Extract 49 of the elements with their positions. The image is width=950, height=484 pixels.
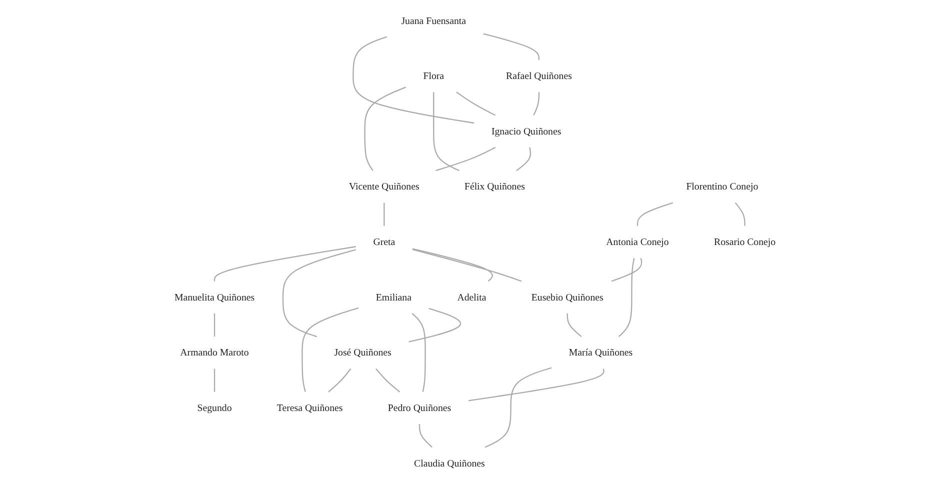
person-name: Félix Quiñones bbox=[464, 181, 525, 192]
family-line bbox=[734, 202, 746, 226]
family-line bbox=[302, 307, 359, 392]
person-name: Juana Fuensanta bbox=[401, 15, 466, 26]
person-name: Flora bbox=[423, 70, 444, 82]
family-line bbox=[566, 313, 582, 338]
person-name: Claudia Quiñones bbox=[414, 458, 485, 469]
family-line bbox=[412, 312, 426, 392]
person-name: Adelita bbox=[457, 292, 486, 303]
family-line bbox=[516, 147, 532, 172]
person-name: Manuelita Quiñones bbox=[174, 292, 255, 303]
family-line bbox=[618, 258, 635, 337]
family-line bbox=[408, 308, 462, 342]
family-line bbox=[214, 368, 216, 392]
family-line bbox=[282, 249, 356, 338]
person-name: Rosario Conejo bbox=[714, 236, 776, 248]
family-line bbox=[436, 146, 496, 172]
person-name: José Quiñones bbox=[334, 347, 392, 358]
person-name: Greta bbox=[373, 236, 396, 248]
person-name: Emiliana bbox=[376, 292, 412, 303]
family-line bbox=[412, 248, 493, 282]
family-line bbox=[352, 36, 474, 124]
person-name: Teresa Quiñones bbox=[276, 402, 343, 414]
person-name: Vicente Quiñones bbox=[349, 181, 420, 192]
family-line bbox=[364, 86, 406, 171]
person-name: Rafael Quiñones bbox=[506, 70, 572, 82]
family-line bbox=[611, 258, 642, 282]
family-line bbox=[484, 367, 552, 448]
family-line bbox=[418, 424, 432, 448]
person-name: Antonia Conejo bbox=[606, 236, 669, 248]
family-line bbox=[433, 92, 460, 172]
family-line bbox=[483, 33, 540, 60]
family-line bbox=[384, 202, 385, 226]
family-line bbox=[328, 368, 352, 392]
family-line bbox=[456, 92, 496, 116]
family-line bbox=[214, 313, 216, 337]
family-line bbox=[376, 368, 400, 392]
family-line bbox=[636, 202, 674, 226]
person-name: Florentino Conejo bbox=[686, 181, 758, 192]
person-name: Eusebio Quiñones bbox=[531, 292, 604, 303]
family-line bbox=[214, 246, 356, 282]
person-name: Armando Maroto bbox=[180, 347, 249, 358]
person-name: Ignacio Quiñones bbox=[491, 126, 562, 137]
person-name: María Quiñones bbox=[568, 347, 633, 358]
family-line bbox=[533, 92, 540, 116]
person-name: Pedro Quiñones bbox=[388, 402, 452, 414]
family-line bbox=[412, 248, 522, 282]
family-line bbox=[468, 368, 604, 402]
person-name: Segundo bbox=[197, 402, 232, 414]
